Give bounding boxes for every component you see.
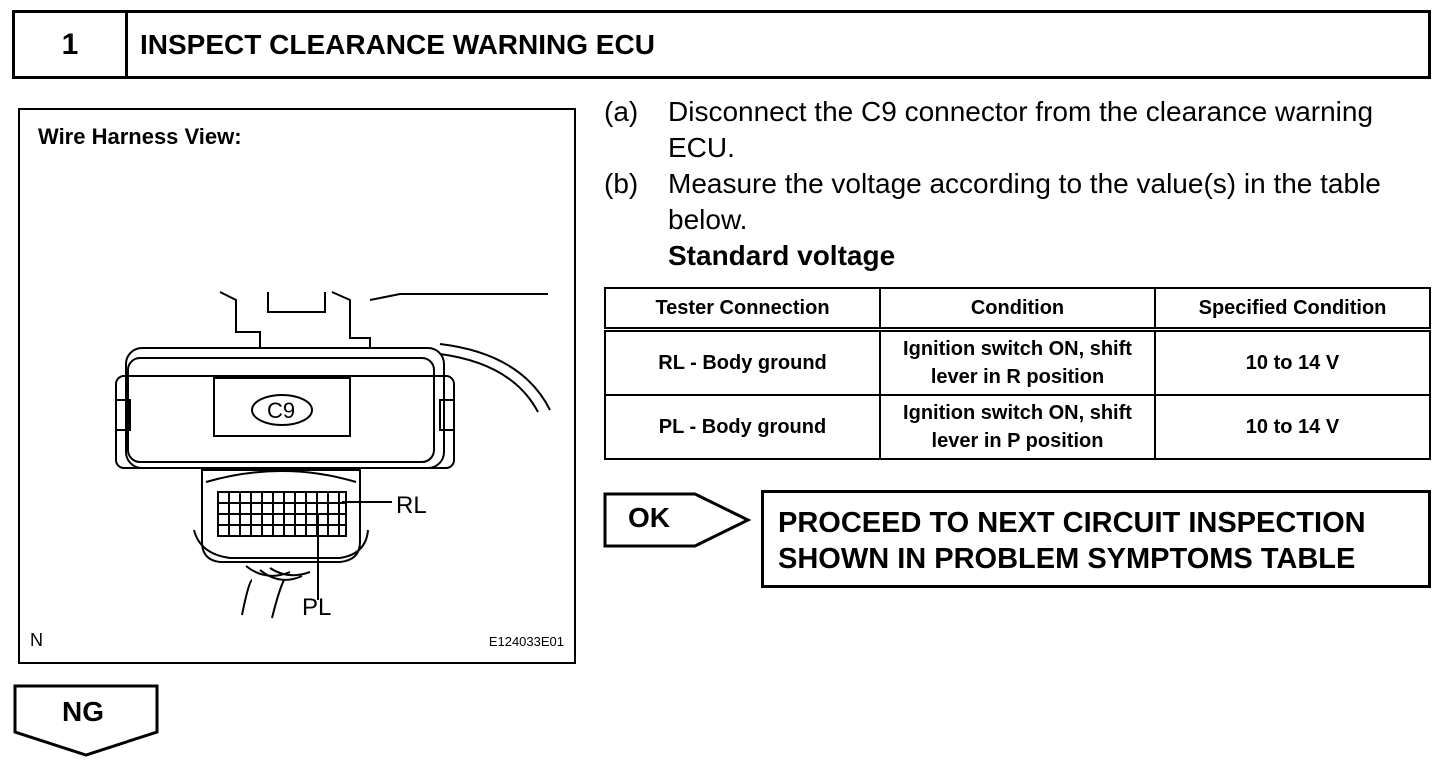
step-number: 1 [15, 13, 128, 76]
wire-harness-figure: Wire Harness View: [18, 108, 576, 664]
step-title: INSPECT CLEARANCE WARNING ECU [140, 28, 655, 60]
column-header: Condition [879, 287, 1156, 331]
tester-connection-cell: RL - Body ground [604, 328, 881, 397]
ok-label: OK [628, 502, 670, 533]
instruction-text: Measure the voltage according to the val… [668, 168, 1381, 235]
standard-voltage-label: Standard voltage [668, 240, 896, 271]
standard-voltage-table: Tester Connection Condition Specified Co… [604, 287, 1431, 460]
instruction-text: Disconnect the C9 connector from the cle… [668, 96, 1374, 163]
column-header: Specified Condition [1154, 287, 1431, 331]
table-row: PL - Body ground Ignition switch ON, shi… [604, 394, 1431, 460]
step-header: 1 INSPECT CLEARANCE WARNING ECU [12, 10, 1431, 79]
ng-arrow-icon [13, 684, 159, 757]
connector-label-c9: C9 [267, 398, 296, 423]
instruction-letter: (b) [604, 168, 639, 199]
table-header-row: Tester Connection Condition Specified Co… [604, 287, 1431, 331]
specified-condition-cell: 10 to 14 V [1154, 394, 1431, 460]
instructions: (a) Disconnect the C9 connector from the… [604, 94, 1434, 238]
instruction-b: (b) Measure the voltage according to the… [604, 166, 1434, 238]
ok-result-line: PROCEED TO NEXT CIRCUIT INSPECTION [778, 507, 1366, 539]
instruction-a: (a) Disconnect the C9 connector from the… [604, 94, 1434, 166]
figure-corner-n: N [30, 630, 43, 650]
ok-arrow-icon [603, 492, 752, 548]
instruction-letter: (a) [604, 96, 639, 127]
figure-id: E124033E01 [488, 634, 564, 649]
tester-connection-cell: PL - Body ground [604, 394, 881, 460]
ok-result-line: SHOWN IN PROBLEM SYMPTOMS TABLE [778, 543, 1356, 575]
ok-result-box: PROCEED TO NEXT CIRCUIT INSPECTION SHOWN… [761, 490, 1431, 588]
column-header: Tester Connection [604, 287, 881, 331]
specified-condition-cell: 10 to 14 V [1154, 328, 1431, 397]
connector-diagram [115, 291, 551, 619]
terminal-label-pl: PL [302, 594, 332, 621]
figure-title: Wire Harness View: [38, 124, 242, 149]
terminal-label-rl: RL [396, 492, 427, 519]
condition-cell: Ignition switch ON, shift lever in P pos… [879, 394, 1156, 460]
ng-label: NG [62, 696, 104, 727]
condition-cell: Ignition switch ON, shift lever in R pos… [879, 328, 1156, 397]
table-row: RL - Body ground Ignition switch ON, shi… [604, 328, 1431, 397]
